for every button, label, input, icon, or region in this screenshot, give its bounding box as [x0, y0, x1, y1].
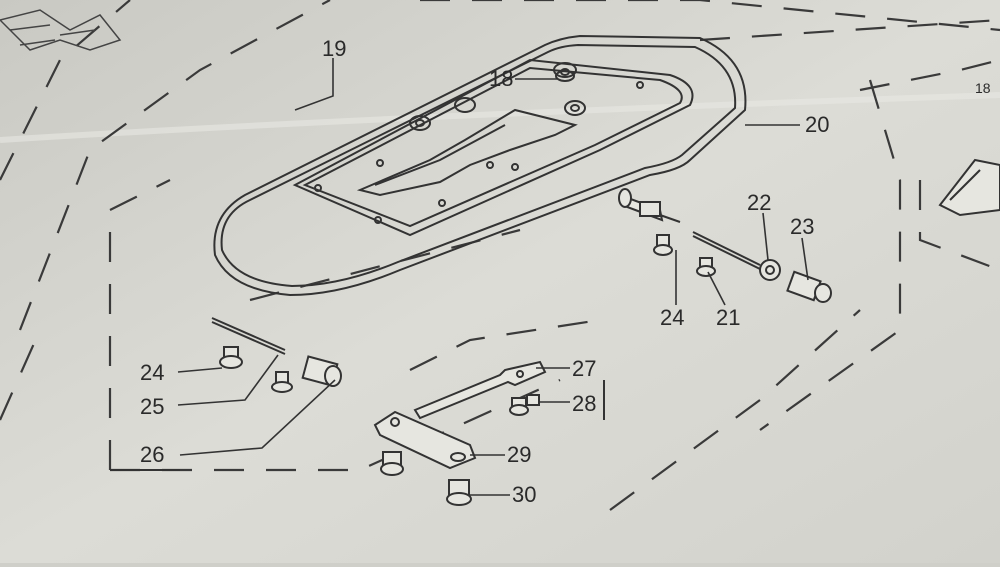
bracket-assembly: [373, 360, 547, 506]
callout-23: 23: [790, 214, 814, 239]
pin-assembly-right: [618, 188, 832, 303]
callout-26: 26: [140, 442, 164, 467]
callout-28: 28: [572, 391, 596, 416]
leader-lines: [177, 58, 809, 496]
region-outlines: [0, 0, 1000, 511]
cover-plate: [213, 34, 747, 297]
paper-fold: [0, 92, 1000, 143]
callout-22: 22: [747, 190, 771, 215]
pin-assembly-left: [211, 317, 342, 393]
callout-24-right: 24: [660, 305, 684, 330]
callout-20: 20: [805, 112, 829, 137]
callout-27: 27: [572, 356, 596, 381]
callout-18: 18: [489, 66, 513, 91]
callout-labels: 19 18 20 22 23 24 21 24 25 26 27 28 29 3…: [140, 36, 991, 507]
callout-19: 19: [322, 36, 346, 61]
callout-18-edge: 18: [975, 80, 991, 96]
callout-29: 29: [507, 442, 531, 467]
edge-part: [938, 158, 1000, 217]
label-brackets: [110, 380, 605, 471]
callout-30: 30: [512, 482, 536, 507]
callout-21: 21: [716, 305, 740, 330]
corner-artwork: [0, 9, 122, 51]
callout-25: 25: [140, 394, 164, 419]
callout-24-left: 24: [140, 360, 164, 385]
